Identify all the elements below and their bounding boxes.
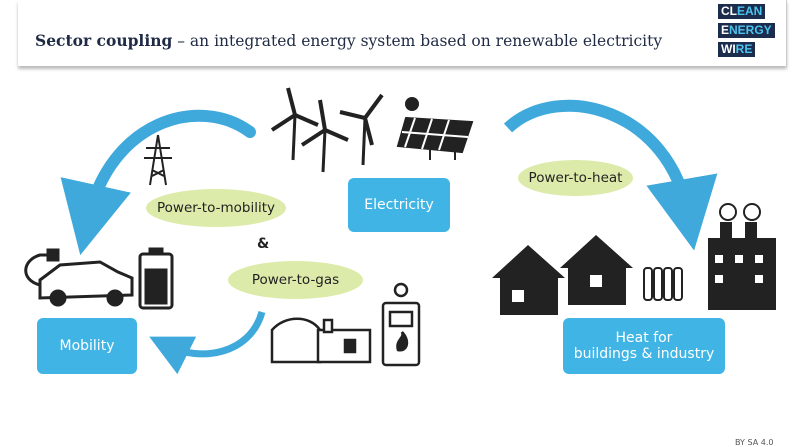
factory-icon — [708, 203, 776, 310]
and-symbol: & — [257, 236, 270, 252]
houses-icon — [492, 235, 633, 315]
power-to-gas-label: Power-to-gas — [228, 261, 363, 299]
electricity-box: Electricity — [348, 178, 450, 232]
title-rest: – an integrated energy system based on r… — [172, 32, 663, 50]
radiator-icon — [643, 267, 683, 301]
arrow-gas-to-mobility — [149, 310, 266, 375]
mobility-box: Mobility — [37, 318, 137, 374]
power-to-heat-label: Power-to-heat — [518, 160, 633, 196]
arrow-to-mobility — [60, 109, 256, 256]
arrow-to-heat — [503, 99, 718, 251]
battery-icon — [138, 247, 174, 310]
page-title: Sector coupling – an integrated energy s… — [35, 31, 662, 50]
power-to-mobility-label: Power-to-mobility — [146, 189, 286, 227]
wind-turbine-icon — [270, 87, 384, 173]
solar-panel-icon — [396, 97, 474, 160]
biogas-plant-icon — [270, 317, 372, 364]
electric-car-icon — [24, 248, 134, 307]
header-bar — [18, 0, 787, 66]
gas-boiler-icon — [381, 282, 421, 367]
clean-energy-wire-logo: CLEAN ENERGY WIRE — [718, 4, 775, 61]
license-label: BY SA 4.0 — [735, 438, 774, 447]
power-pylon-icon — [144, 134, 172, 186]
title-bold: Sector coupling — [35, 31, 173, 50]
